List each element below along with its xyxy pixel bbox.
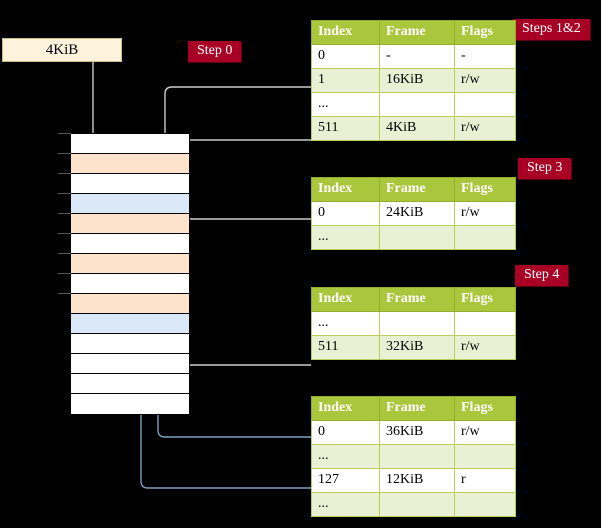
source-frame-label: 4KiB <box>45 41 79 58</box>
badge-step-4: Step 4 <box>515 265 569 287</box>
table-cell-index: 511 <box>311 335 380 360</box>
table-cell-flags <box>454 311 516 336</box>
table-cell-flags <box>454 492 516 517</box>
table-cell-frame: 16KiB <box>379 68 455 93</box>
memory-frame-row <box>71 394 189 414</box>
table-cell-flags: r/w <box>454 201 516 226</box>
table-cell-frame <box>379 92 455 117</box>
memory-row-tick <box>58 213 71 214</box>
table-cell-flags: r/w <box>454 420 516 445</box>
memory-frame-row <box>71 314 189 334</box>
column-header-frame: Frame <box>379 396 455 421</box>
memory-row-tick <box>58 153 71 154</box>
table-cell-frame: 24KiB <box>379 201 455 226</box>
table-cell-index: ... <box>311 492 380 517</box>
column-header-flags: Flags <box>454 396 516 421</box>
table-cell-flags: r/w <box>454 335 516 360</box>
badge-step-0: Step 0 <box>188 41 242 63</box>
table-row: ... <box>311 311 516 336</box>
column-header-flags: Flags <box>454 287 516 312</box>
table-cell-index: ... <box>311 444 380 469</box>
column-header-flags: Flags <box>454 177 516 202</box>
table-cell-frame <box>379 444 455 469</box>
memory-row-tick <box>58 273 71 274</box>
memory-row-tick <box>58 133 71 134</box>
table-cell-index: 511 <box>311 116 380 141</box>
memory-row-tick <box>58 253 71 254</box>
memory-frame-row <box>71 214 189 234</box>
table-cell-frame: 32KiB <box>379 335 455 360</box>
memory-frame-row <box>71 254 189 274</box>
source-frame-box: 4KiB <box>2 38 122 62</box>
table-cell-frame: 4KiB <box>379 116 455 141</box>
table-cell-frame: 36KiB <box>379 420 455 445</box>
table-cell-flags: - <box>454 44 516 69</box>
physical-memory-column <box>70 133 190 415</box>
memory-frame-row <box>71 194 189 214</box>
table-row: 0-- <box>311 44 516 69</box>
table-cell-frame <box>379 311 455 336</box>
memory-frame-row <box>71 294 189 314</box>
column-header-index: Index <box>311 20 380 45</box>
memory-row-tick <box>58 293 71 294</box>
table-cell-flags <box>454 225 516 250</box>
table-cell-flags <box>454 92 516 117</box>
memory-frame-row <box>71 154 189 174</box>
table-cell-index: ... <box>311 225 380 250</box>
column-header-frame: Frame <box>379 20 455 45</box>
memory-frame-row <box>71 374 189 394</box>
column-header-index: Index <box>311 396 380 421</box>
table-cell-flags: r/w <box>454 116 516 141</box>
memory-frame-row <box>71 274 189 294</box>
table-cell-frame: - <box>379 44 455 69</box>
table-cell-index: 0 <box>311 201 380 226</box>
memory-frame-row <box>71 334 189 354</box>
memory-row-tick <box>58 233 71 234</box>
table-cell-frame <box>379 492 455 517</box>
column-header-index: Index <box>311 177 380 202</box>
table-cell-index: 0 <box>311 44 380 69</box>
memory-frame-row <box>71 234 189 254</box>
table-cell-frame <box>379 225 455 250</box>
table-cell-index: 1 <box>311 68 380 93</box>
table-row: ... <box>311 92 516 117</box>
memory-row-tick <box>58 193 71 194</box>
table-row: ... <box>311 492 516 517</box>
table-cell-index: 127 <box>311 468 380 493</box>
table-cell-frame: 12KiB <box>379 468 455 493</box>
table-row: ... <box>311 444 516 469</box>
table-cell-index: ... <box>311 311 380 336</box>
table-cell-index: ... <box>311 92 380 117</box>
table-cell-flags: r <box>454 468 516 493</box>
column-header-flags: Flags <box>454 20 516 45</box>
badge-step-3: Step 3 <box>518 158 572 180</box>
memory-row-tick <box>58 173 71 174</box>
badge-steps-1-and-2: Steps 1&2 <box>513 19 590 41</box>
table-cell-index: 0 <box>311 420 380 445</box>
memory-frame-row <box>71 174 189 194</box>
column-header-index: Index <box>311 287 380 312</box>
table-cell-flags <box>454 444 516 469</box>
column-header-frame: Frame <box>379 177 455 202</box>
memory-frame-row <box>71 134 189 154</box>
column-header-frame: Frame <box>379 287 455 312</box>
memory-frame-row <box>71 354 189 374</box>
table-row: ... <box>311 225 516 250</box>
table-cell-flags: r/w <box>454 68 516 93</box>
